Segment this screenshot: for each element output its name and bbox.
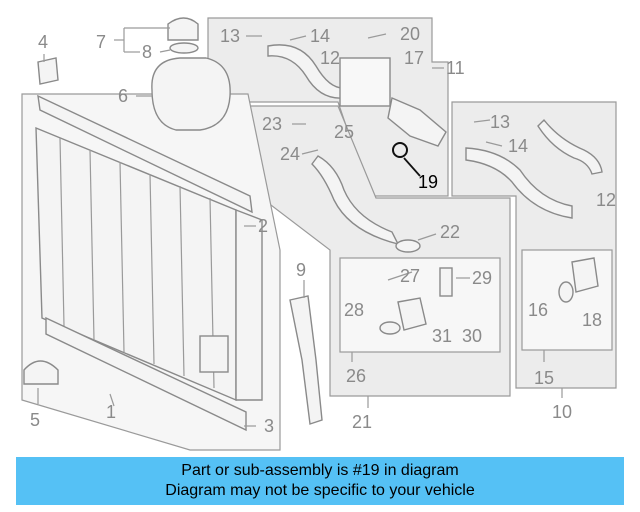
callout-3: 3 [264, 416, 274, 436]
callout-16: 16 [528, 300, 548, 320]
clamp-22 [395, 239, 421, 253]
connector-28 [397, 297, 427, 331]
o-ring-28 [379, 321, 401, 335]
callout-22: 22 [440, 222, 460, 242]
banner-line-2: Diagram may not be specific to your vehi… [165, 482, 475, 499]
callout-9: 9 [296, 260, 306, 280]
callout-24: 24 [280, 144, 300, 164]
callout-23: 23 [262, 114, 282, 134]
callout-12b: 12 [596, 190, 616, 210]
callout-6: 6 [118, 86, 128, 106]
callout-31: 31 [432, 326, 452, 346]
o-ring-16 [558, 281, 574, 303]
o-ring-19 [392, 142, 408, 158]
callout-8: 8 [142, 42, 152, 62]
info-banner: Part or sub-assembly is #19 in diagram D… [16, 457, 624, 505]
expansion-tank [151, 57, 231, 131]
hose-right-upper [537, 118, 603, 175]
shroud-bracket [289, 295, 323, 425]
banner-line-1: Part or sub-assembly is #19 in diagram [181, 462, 459, 479]
radiator-mount [23, 360, 59, 385]
callout-13a: 13 [220, 26, 240, 46]
thermostat-housing [387, 97, 447, 147]
callout-labels: 1 2 3 4 5 6 7 8 9 10 11 12 12 13 13 14 1… [30, 24, 616, 436]
callout-26: 26 [346, 366, 366, 386]
callout-17: 17 [404, 48, 424, 68]
callout-18: 18 [582, 310, 602, 330]
callout-11: 11 [446, 58, 465, 78]
expansion-tank-cap [167, 17, 199, 41]
parts-diagram: 1 2 3 4 5 6 7 8 9 10 11 12 12 13 13 14 1… [21, 17, 617, 451]
radiator-bottom-bar [45, 316, 247, 432]
callout-27: 27 [400, 266, 420, 286]
callout-14a: 14 [310, 26, 330, 46]
callout-4: 4 [38, 32, 48, 52]
callout-30: 30 [462, 326, 482, 346]
radiator-sensor [199, 335, 229, 373]
callout-12a: 12 [320, 48, 340, 68]
callout-14b: 14 [508, 136, 528, 156]
callout-1: 1 [106, 402, 116, 422]
arrow-19 [403, 157, 421, 177]
leader-lines [37, 27, 563, 427]
callout-28: 28 [344, 300, 364, 320]
hose-adapter-box [339, 57, 391, 107]
callout-7: 7 [96, 32, 106, 52]
callout-19: 19 [418, 172, 438, 192]
arrows [246, 33, 503, 281]
callout-13b: 13 [490, 112, 510, 132]
radiator-side-tank [235, 208, 263, 401]
connector-18 [571, 257, 599, 293]
callout-25: 25 [334, 122, 354, 142]
callout-21: 21 [352, 412, 372, 432]
hose-right [465, 147, 573, 219]
callout-10: 10 [552, 402, 572, 422]
callout-20: 20 [400, 24, 420, 44]
callout-15: 15 [534, 368, 554, 388]
callout-2: 2 [258, 216, 268, 236]
callout-5: 5 [30, 410, 40, 430]
callout-29: 29 [472, 268, 492, 288]
cap-seal [169, 42, 199, 54]
mount-bracket [37, 57, 59, 85]
radiator-top-bar [37, 94, 253, 214]
sensor-29 [439, 267, 453, 297]
